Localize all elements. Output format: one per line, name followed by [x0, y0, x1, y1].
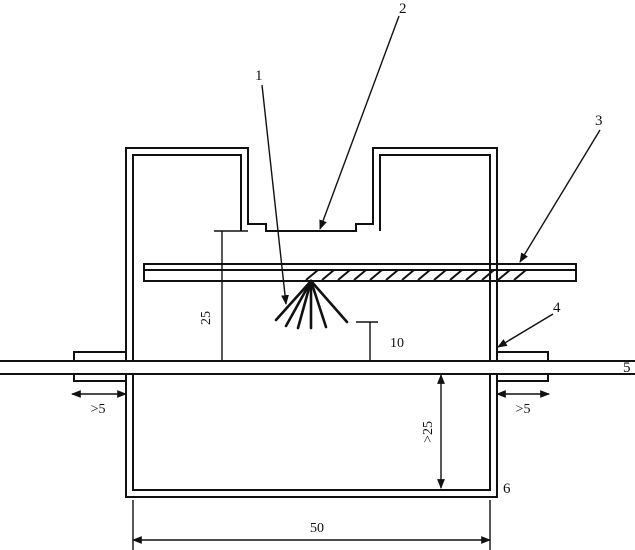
dimension-lines — [71, 230, 550, 550]
callout-labels: 1 2 3 4 5 6 — [255, 1, 631, 497]
callout-leaders — [261, 15, 601, 348]
dimension-labels: 25 10 >25 >5 >5 50 — [91, 311, 531, 536]
dim-height-center: 10 — [390, 336, 404, 351]
dim-height-left: 25 — [199, 311, 214, 325]
callout-6: 6 — [503, 481, 511, 497]
mounting-plate — [0, 360, 635, 375]
dim-overlap-left: >5 — [91, 402, 106, 417]
callout-1: 1 — [255, 68, 263, 84]
callout-2: 2 — [399, 1, 407, 17]
callout-3: 3 — [595, 113, 603, 129]
test-specimen-plate — [143, 263, 577, 282]
callout-5: 5 — [623, 360, 631, 376]
dim-width: 50 — [310, 521, 324, 536]
upper-chamber — [125, 147, 498, 361]
dim-overlap-right: >5 — [516, 402, 531, 417]
lower-chamber — [125, 374, 498, 498]
dim-gap-lower: >25 — [421, 421, 436, 443]
callout-4: 4 — [553, 300, 561, 316]
flame-bristles — [274, 279, 349, 330]
side-flanges — [73, 351, 549, 382]
hatched-sample-zone — [305, 269, 527, 281]
